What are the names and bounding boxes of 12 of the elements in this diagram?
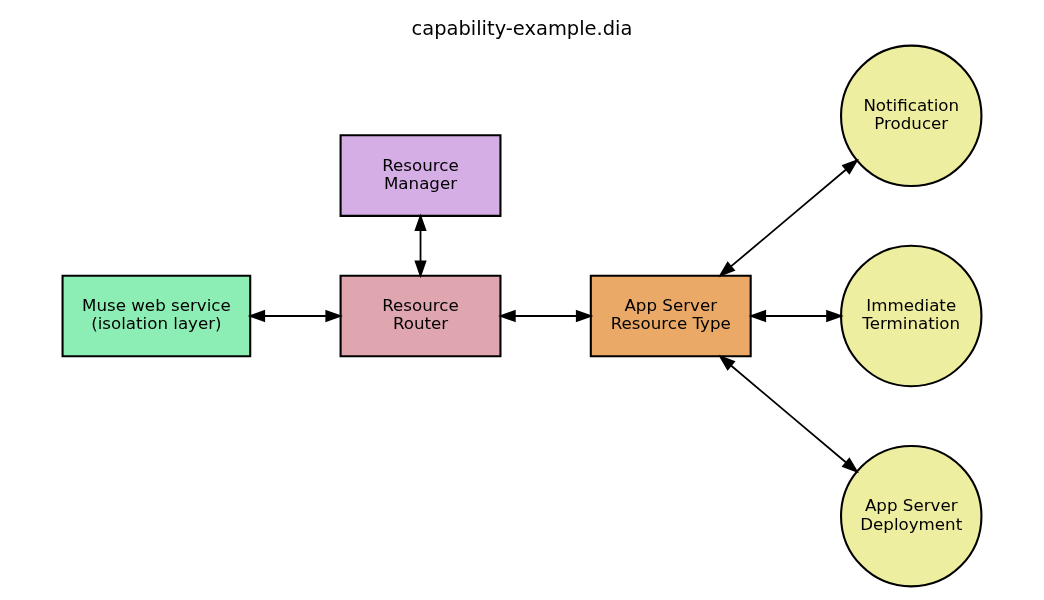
- arrow: [718, 158, 859, 278]
- node-box: Muse web service (isolation layer): [61, 274, 252, 358]
- node-box: Resource Manager: [339, 134, 502, 217]
- node-circle: Immediate Termination: [840, 244, 983, 388]
- arrow: [718, 354, 859, 474]
- arrow: [247, 309, 343, 323]
- arrow: [498, 309, 594, 323]
- arrow: [748, 309, 844, 323]
- node-box: App Server Resource Type: [589, 274, 752, 358]
- arrow: [414, 213, 427, 279]
- diagram-title: capability-example.dia: [411, 16, 633, 40]
- node-box: Resource Router: [339, 274, 502, 358]
